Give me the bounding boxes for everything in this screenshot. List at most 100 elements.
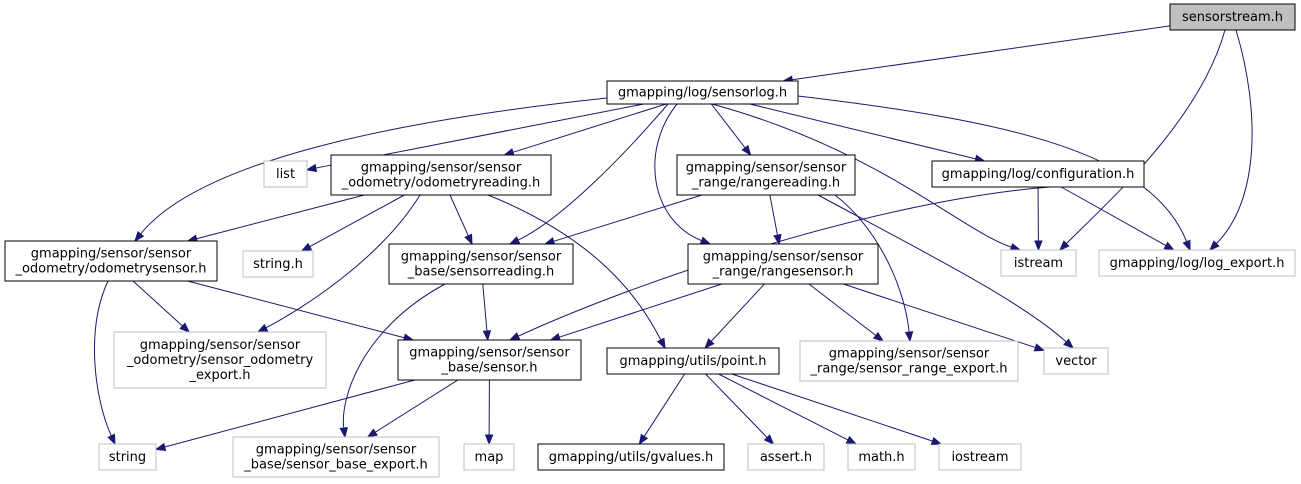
node-n21: assert.h	[747, 443, 825, 471]
edge-line	[731, 373, 933, 442]
node-box	[687, 243, 879, 285]
node-n18: gmapping/sensor/sensor_base/sensor_base_…	[232, 436, 440, 478]
edge-line	[1060, 186, 1167, 247]
edge-n0-to-n11	[1209, 29, 1253, 251]
edge-arrowhead	[1209, 240, 1220, 251]
edge-arrowhead	[872, 331, 885, 342]
node-n6[interactable]: gmapping/sensor/sensor_odometry/odometry…	[4, 240, 218, 282]
edge-arrowhead	[366, 428, 378, 438]
node-box	[1169, 3, 1296, 31]
edge-line	[1066, 29, 1226, 244]
edge-n14-to-n23	[731, 373, 943, 445]
node-box	[232, 436, 440, 478]
edge-n13-to-n18	[366, 379, 459, 438]
edge-n13-to-n17	[154, 379, 415, 451]
node-n9[interactable]: gmapping/sensor/sensor_range/rangesensor…	[687, 243, 879, 285]
node-label: gmapping/log/configuration.h	[942, 167, 1135, 182]
node-box	[931, 160, 1145, 188]
edge-line	[482, 283, 488, 332]
edge-arrowhead	[904, 331, 914, 343]
node-n4[interactable]: gmapping/sensor/sensor_range/rangereadin…	[676, 154, 856, 196]
edge-arrowhead	[482, 330, 492, 342]
edge-line	[817, 194, 1067, 343]
node-label: sensorstream.h	[1182, 10, 1283, 25]
node-box	[242, 250, 314, 278]
edge-line	[1216, 29, 1253, 244]
node-box	[799, 340, 1019, 382]
node-box	[263, 160, 308, 188]
node-label: assert.h	[760, 450, 812, 465]
edge-line	[140, 97, 608, 235]
edge-n14-to-n20	[638, 373, 686, 446]
node-label: vector	[1055, 354, 1097, 369]
node-n1[interactable]: gmapping/log/sensorlog.h	[606, 80, 799, 105]
node-box	[537, 443, 725, 471]
edge-n5-to-n11	[1060, 186, 1175, 251]
edge-n9-to-n13	[549, 283, 723, 342]
edge-arrowhead	[1009, 242, 1022, 252]
node-label: gmapping/log/log_export.h	[1110, 256, 1285, 271]
edge-arrowhead	[134, 230, 145, 243]
edge-arrowhead	[256, 323, 269, 333]
edge-line	[449, 194, 469, 236]
node-label: gmapping/sensor/sensor	[140, 338, 301, 353]
edge-n0-to-n10	[1059, 29, 1226, 251]
edge-n13-to-n19	[484, 379, 494, 446]
edge-line	[512, 103, 667, 153]
node-box	[113, 331, 327, 389]
node-box	[606, 80, 799, 105]
node-label: map	[475, 450, 504, 465]
edge-line	[792, 25, 1171, 81]
node-n14[interactable]: gmapping/utils/point.h	[606, 347, 780, 375]
node-n3[interactable]: gmapping/sensor/sensor_odometry/odometry…	[330, 154, 552, 196]
edge-n8-to-n13	[482, 283, 492, 342]
edge-n1-to-n4	[710, 103, 752, 157]
node-label: _range/sensor_range_export.h	[809, 362, 1007, 377]
node-label: gmapping/utils/point.h	[619, 354, 766, 369]
edge-line	[94, 280, 112, 437]
nodes-layer: sensorstream.hgmapping/log/sensorlog.hli…	[4, 3, 1296, 478]
edge-n4-to-n9	[769, 194, 782, 246]
edge-n6-to-n12	[132, 280, 191, 333]
edge-arrowhead	[638, 433, 649, 446]
edge-arrowhead	[508, 332, 521, 341]
node-box	[676, 154, 856, 196]
node-n16: vector	[1043, 347, 1109, 375]
edge-line	[374, 379, 459, 433]
node-box	[98, 443, 157, 471]
edge-arrowhead	[300, 242, 313, 252]
edge-n0-to-n1	[781, 25, 1171, 84]
node-box	[397, 339, 582, 381]
edge-line	[710, 103, 746, 149]
node-n13[interactable]: gmapping/sensor/sensor_base/sensor.h	[397, 339, 582, 381]
node-box	[606, 347, 780, 375]
edge-arrowhead	[484, 434, 494, 446]
edge-n9-to-n16	[843, 283, 1046, 352]
edge-arrowhead	[656, 337, 666, 350]
node-box	[1043, 347, 1109, 375]
node-n8[interactable]: gmapping/sensor/sensor_base/sensorreadin…	[388, 243, 574, 285]
node-n20[interactable]: gmapping/utils/gvalues.h	[537, 443, 725, 471]
edge-n1-to-n6	[134, 97, 608, 243]
edge-line	[843, 283, 1036, 349]
edge-line	[517, 103, 669, 241]
node-n12: gmapping/sensor/sensor_odometry/sensor_o…	[113, 331, 327, 389]
edge-n3-to-n14	[487, 194, 666, 350]
node-n5[interactable]: gmapping/log/configuration.h	[931, 160, 1145, 188]
edge-n3-to-n12	[256, 194, 421, 333]
node-n15: gmapping/sensor/sensor_range/sensor_rang…	[799, 340, 1019, 382]
node-label: gmapping/sensor/sensor	[401, 250, 562, 265]
edge-line	[769, 194, 778, 236]
edge-arrowhead	[305, 163, 318, 173]
node-label: gmapping/sensor/sensor	[31, 247, 192, 262]
node-label: _odometry/odometryreading.h	[341, 176, 541, 191]
edge-line	[711, 103, 1012, 248]
node-n0[interactable]: sensorstream.h	[1169, 3, 1296, 31]
edge-n6-to-n17	[94, 280, 116, 446]
edge-n14-to-n21	[705, 373, 775, 445]
node-label: string.h	[253, 257, 303, 272]
edge-line	[718, 373, 849, 441]
edges-layer	[94, 25, 1253, 451]
edge-n4-to-n15	[834, 194, 914, 343]
edge-n9-to-n14	[704, 283, 765, 350]
